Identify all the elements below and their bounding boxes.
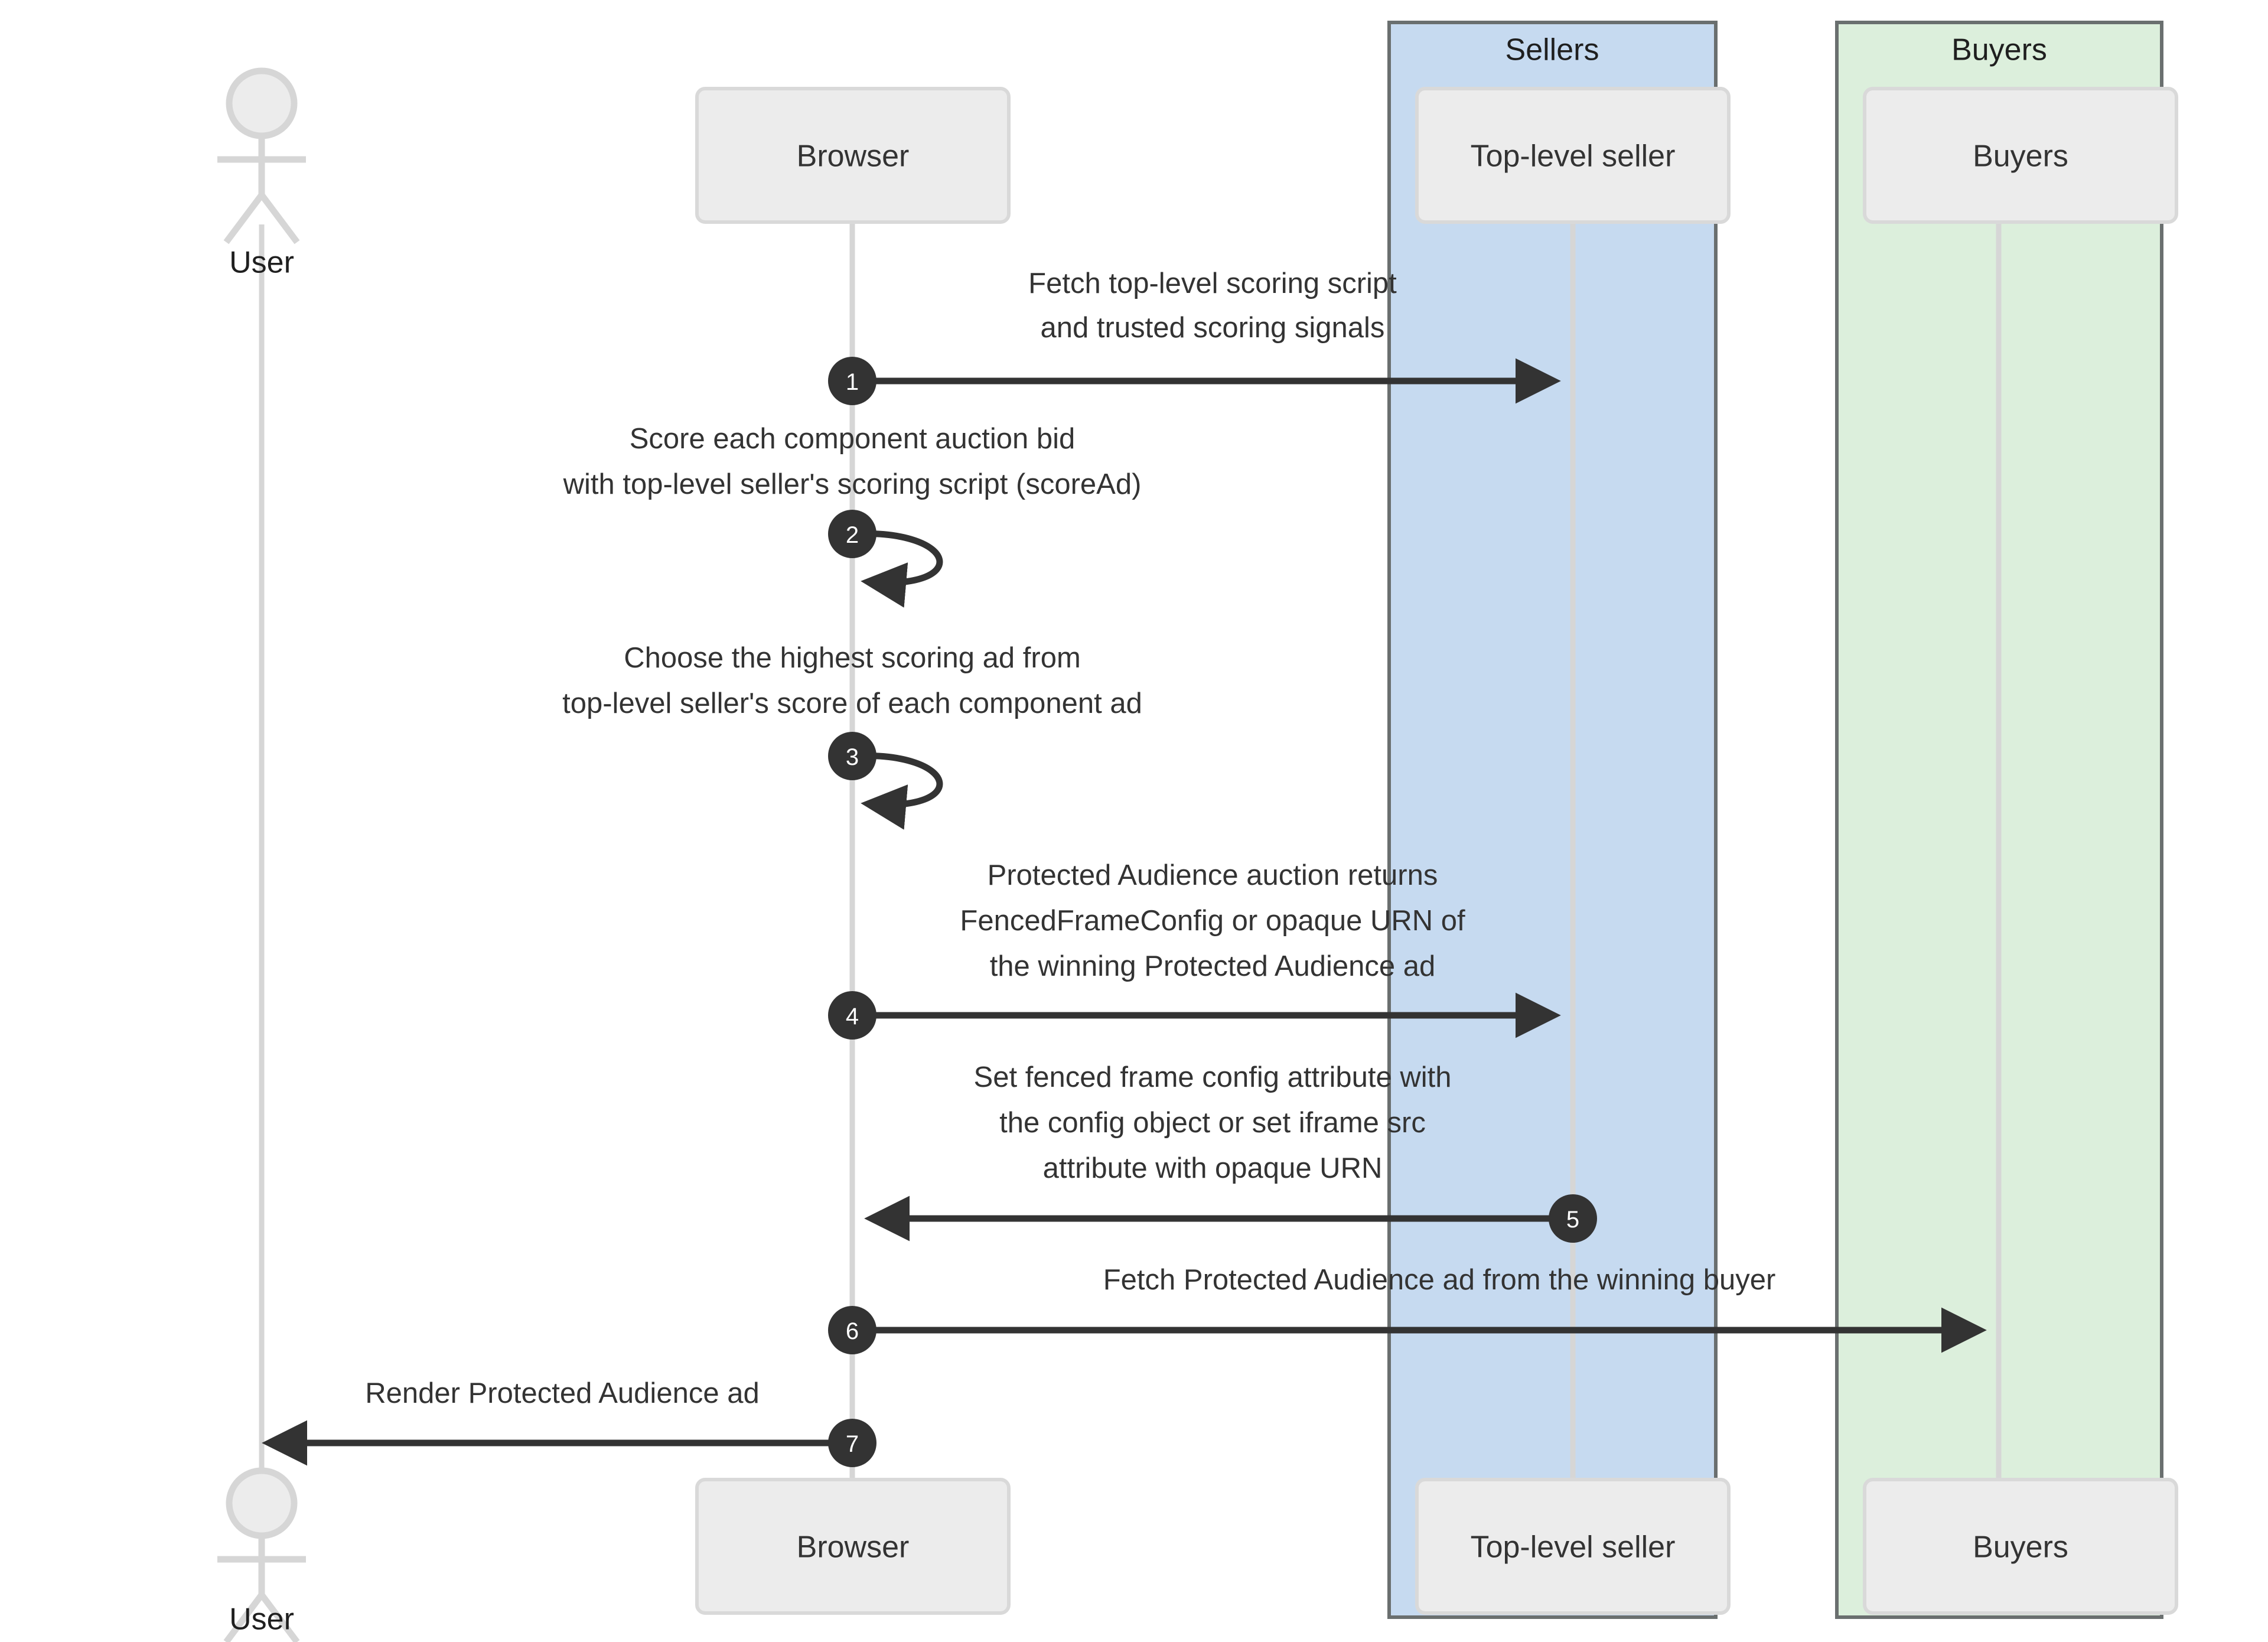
actor-body-icon (217, 136, 306, 245)
message-7-line-1: Render Protected Audience ad (365, 1377, 759, 1409)
participant-buyer-bottom[interactable]: Buyers (1863, 1478, 2178, 1615)
message-1-number: 1 (846, 369, 859, 395)
message-2-badge (828, 510, 876, 558)
message-5-line-1: Set fenced frame config attribute with (974, 1061, 1452, 1093)
message-4-badge (828, 991, 876, 1040)
message-1-line-1: Fetch top-level scoring script (1028, 268, 1397, 299)
message-2-number: 2 (846, 522, 859, 548)
message-3-line-2: top-level seller's score of each compone… (562, 688, 1142, 719)
message-7[interactable]: Render Protected Audience ad 7 (262, 1377, 876, 1467)
participant-seller-top-label: Top-level seller (1471, 139, 1676, 174)
message-2-loop (852, 530, 943, 608)
participant-buyer-bottom-label: Buyers (1973, 1530, 2068, 1565)
message-1[interactable]: Fetch top-level scoring script and trust… (828, 268, 1561, 405)
participant-seller-bottom[interactable]: Top-level seller (1415, 1478, 1731, 1615)
participant-browser-bottom-label: Browser (797, 1530, 910, 1565)
actor-head-icon (226, 67, 298, 139)
group-sellers-rect (1387, 21, 1718, 1619)
message-4-line-3: the winning Protected Audience ad (990, 950, 1436, 982)
message-2[interactable]: Score each component auction bid with to… (563, 423, 1142, 608)
message-5[interactable]: Set fenced frame config attribute with t… (864, 1061, 1597, 1243)
participant-browser-bottom[interactable]: Browser (695, 1478, 1011, 1615)
message-3-number: 3 (846, 744, 859, 770)
message-3-line-1: Choose the highest scoring ad from (624, 642, 1081, 674)
participant-browser-top-rect (695, 87, 1011, 224)
message-5-badge (1549, 1194, 1597, 1243)
actor-body-icon-bottom (217, 1536, 306, 1642)
message-7-badge (828, 1419, 876, 1467)
participant-seller-bottom-rect (1415, 1478, 1731, 1615)
message-5-number: 5 (1566, 1207, 1579, 1233)
group-sellers: Sellers (1387, 21, 1718, 1619)
message-4-line-1: Protected Audience auction returns (988, 859, 1438, 891)
participant-buyer-top-label: Buyers (1973, 139, 2068, 174)
message-3-badge (828, 732, 876, 780)
message-1-badge (828, 357, 876, 405)
participant-user-top[interactable]: User (217, 67, 306, 280)
participant-user-bottom-label: User (229, 1602, 294, 1637)
participant-browser-bottom-rect (695, 1478, 1011, 1615)
message-2-line-1: Score each component auction bid (630, 423, 1076, 455)
participant-buyer-top[interactable]: Buyers (1863, 87, 2178, 224)
participant-buyer-bottom-rect (1863, 1478, 2178, 1615)
message-5-line-3: attribute with opaque URN (1043, 1152, 1383, 1184)
message-3-loop (852, 752, 943, 830)
group-buyers-label: Buyers (1951, 33, 2047, 67)
message-6-badge (828, 1306, 876, 1354)
participant-buyer-top-rect (1863, 87, 2178, 224)
group-sellers-label: Sellers (1506, 33, 1599, 67)
message-3[interactable]: Choose the highest scoring ad from top-l… (562, 642, 1142, 830)
message-4-line-2: FencedFrameConfig or opaque URN of (960, 905, 1465, 937)
actor-head-icon-bottom (226, 1467, 298, 1539)
message-6[interactable]: Fetch Protected Audience ad from the win… (828, 1264, 1987, 1354)
message-4[interactable]: Protected Audience auction returns Fence… (828, 859, 1561, 1040)
participant-browser-top-label: Browser (797, 139, 910, 174)
message-6-number: 6 (846, 1318, 859, 1344)
message-6-line-1: Fetch Protected Audience ad from the win… (1103, 1264, 1776, 1296)
participant-user-bottom[interactable]: User (217, 1467, 306, 1642)
participant-seller-bottom-label: Top-level seller (1471, 1530, 1676, 1565)
message-4-number: 4 (846, 1004, 859, 1029)
message-5-line-2: the config object or set iframe src (999, 1107, 1426, 1139)
participant-browser-top[interactable]: Browser (695, 87, 1011, 224)
participant-seller-top[interactable]: Top-level seller (1415, 87, 1731, 224)
message-7-number: 7 (846, 1431, 859, 1457)
message-2-line-2: with top-level seller's scoring script (… (563, 468, 1142, 500)
participant-seller-top-rect (1415, 87, 1731, 224)
participant-user-top-label: User (229, 246, 294, 280)
message-1-line-2: and trusted scoring signals (1041, 312, 1385, 344)
